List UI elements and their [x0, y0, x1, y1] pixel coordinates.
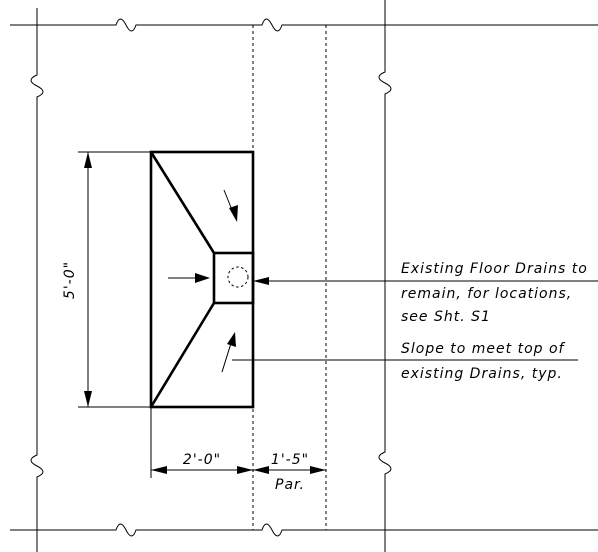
- height-dimension: 5'-0": [62, 151, 151, 408]
- height-arrow-top: [84, 152, 92, 168]
- right-edge-line: [378, 0, 392, 552]
- width-arrow-left: [151, 466, 167, 474]
- slope-arrow-bottom-head: [227, 332, 236, 347]
- slope-arrow-left-head: [195, 273, 210, 283]
- top-edge-line: [10, 18, 598, 32]
- height-arrow-bottom: [84, 391, 92, 407]
- drain-box: [212, 251, 255, 305]
- drain-note-line1: Existing Floor Drains to: [401, 261, 588, 277]
- slope-arrow-bottom-shaft: [221, 339, 233, 373]
- drain-basin: [149, 150, 255, 409]
- slope-note-line1: Slope to meet top of: [401, 341, 566, 357]
- width-arrow-right: [310, 466, 326, 474]
- slope-note: Slope to meet top of existing Drains, ty…: [401, 341, 566, 382]
- drain-note: Existing Floor Drains to remain, for loc…: [401, 261, 588, 325]
- drain-note-line2: remain, for locations,: [401, 286, 572, 302]
- drain-leader-arrow: [253, 277, 269, 285]
- drain-note-line3: see Sht. S1: [401, 309, 491, 325]
- leaders: [232, 277, 598, 361]
- width-arrow-mid-left: [237, 466, 253, 474]
- height-dim-label: 5'-0": [62, 261, 78, 299]
- slope-line-top: [149, 151, 216, 254]
- width-left-label: 2'-0": [183, 452, 221, 468]
- slope-line-bottom: [149, 302, 216, 408]
- slope-arrow-top-head: [229, 205, 238, 222]
- width-right-note: Par.: [275, 477, 305, 493]
- left-edge-line: [30, 8, 44, 552]
- slope-note-line2: existing Drains, typ.: [401, 366, 563, 382]
- slope-arrows: [168, 189, 238, 373]
- width-right-label: 1'-5": [271, 452, 309, 468]
- bottom-edge-line: [10, 523, 598, 537]
- width-arrow-mid-right: [253, 466, 269, 474]
- floor-drain-circle: [227, 266, 249, 288]
- width-dimensions: 2'-0" 1'-5" Par.: [150, 407, 326, 493]
- slab-boundary: [10, 0, 598, 552]
